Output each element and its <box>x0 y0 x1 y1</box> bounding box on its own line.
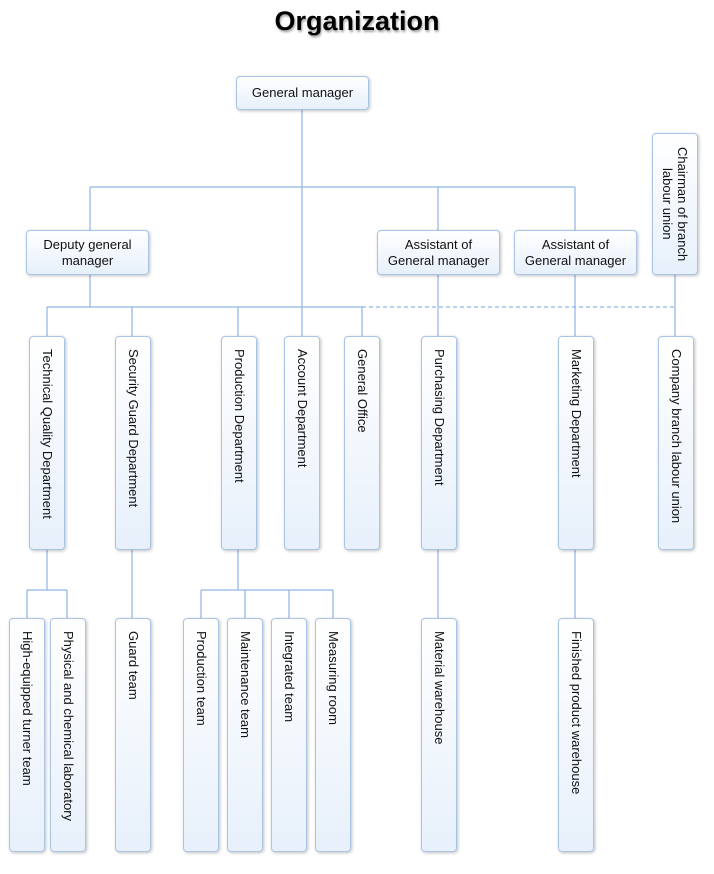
node-label: Deputy general manager <box>43 236 132 268</box>
node-purchasing-department[interactable]: Purchasing Department <box>421 336 457 550</box>
node-measuring-room[interactable]: Measuring room <box>315 618 351 852</box>
node-label: Measuring room <box>326 631 341 725</box>
node-physical-chemical-laboratory[interactable]: Physical and chemical laboratory <box>50 618 86 852</box>
node-finished-product-warehouse[interactable]: Finished product warehouse <box>558 618 594 852</box>
node-label: Chairman of branch labour union <box>660 146 690 262</box>
node-production-department[interactable]: Production Department <box>221 336 257 550</box>
node-label: Production team <box>194 631 209 726</box>
node-label: Production Department <box>232 349 247 483</box>
node-label: General manager <box>251 85 354 100</box>
node-union-chairman[interactable]: Chairman of branch labour union <box>652 133 698 275</box>
node-label: High-equipped turner team <box>20 631 35 786</box>
node-label: Maintenance team <box>238 631 253 738</box>
chart-title: Organization <box>274 6 440 36</box>
node-label: Company branch labour union <box>669 349 684 524</box>
node-security-guard-department[interactable]: Security Guard Department <box>115 336 151 550</box>
node-general-office[interactable]: General Office <box>344 336 380 550</box>
node-integrated-team[interactable]: Integrated team <box>271 618 307 852</box>
node-label: Marketing Department <box>569 349 584 478</box>
node-marketing-department[interactable]: Marketing Department <box>558 336 594 550</box>
node-label: Technical Quality Department <box>40 349 55 519</box>
node-deputy-general-manager[interactable]: Deputy general manager <box>26 230 149 275</box>
node-label: Assistant of General manager <box>524 236 627 268</box>
node-label: Material warehouse <box>432 631 447 745</box>
node-label: Purchasing Department <box>432 349 447 486</box>
node-technical-quality-department[interactable]: Technical Quality Department <box>29 336 65 550</box>
node-assistant-gm-2[interactable]: Assistant of General manager <box>514 230 637 275</box>
node-label: Security Guard Department <box>126 349 141 508</box>
node-material-warehouse[interactable]: Material warehouse <box>421 618 457 852</box>
node-label: Physical and chemical laboratory <box>61 631 76 822</box>
node-guard-team[interactable]: Guard team <box>115 618 151 852</box>
node-label: Assistant of General manager <box>387 236 490 268</box>
node-maintenance-team[interactable]: Maintenance team <box>227 618 263 852</box>
node-label: Finished product warehouse <box>569 631 584 795</box>
node-assistant-gm-1[interactable]: Assistant of General manager <box>377 230 500 275</box>
node-account-department[interactable]: Account Department <box>284 336 320 550</box>
node-label: Account Department <box>295 349 310 468</box>
node-high-equipped-turner-team[interactable]: High-equipped turner team <box>9 618 45 852</box>
node-label: General Office <box>355 349 370 433</box>
node-production-team[interactable]: Production team <box>183 618 219 852</box>
node-general-manager[interactable]: General manager <box>236 76 369 110</box>
node-label: Guard team <box>126 631 141 700</box>
node-company-branch-labour-union[interactable]: Company branch labour union <box>658 336 694 550</box>
node-label: Integrated team <box>282 631 297 723</box>
